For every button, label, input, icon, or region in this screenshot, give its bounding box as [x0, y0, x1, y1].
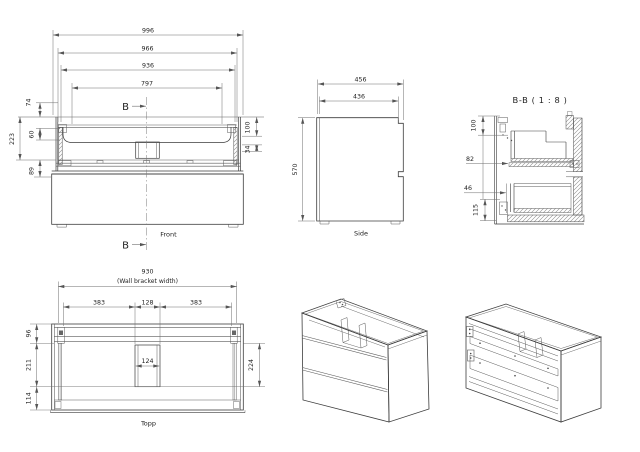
dim-456: 456	[354, 77, 366, 84]
section-letter-bottom: B	[122, 241, 129, 252]
dim-bb-100: 100	[471, 119, 478, 131]
section-view-dimensions: 100 82 46 115	[464, 115, 508, 221]
wall-bracket-note: (Wall bracket width)	[117, 278, 178, 285]
dim-223: 223	[9, 133, 16, 145]
dim-797: 797	[141, 81, 153, 88]
front-view: 996 966 936 797 74 223 60 89 100 34 B B …	[9, 28, 264, 252]
dim-383-right: 383	[190, 299, 202, 306]
dim-211: 211	[25, 359, 32, 371]
section-view-bb: B-B ( 1 : 8 )	[464, 95, 585, 225]
front-view-geometry	[18, 97, 264, 252]
front-view-dimensions: 996 966 936 797 74 223 60 89 100 34	[9, 28, 262, 178]
dim-930: 930	[141, 269, 153, 276]
dim-124: 124	[141, 358, 153, 365]
dim-bb-82: 82	[466, 156, 474, 163]
top-view: 930 (Wall bracket width) 383 128 383 124…	[25, 269, 265, 428]
top-view-geometry	[50, 323, 246, 414]
top-view-dimensions: 930 (Wall bracket width) 383 128 383 124…	[25, 269, 265, 411]
dim-224: 224	[248, 359, 255, 371]
dim-936: 936	[142, 63, 154, 70]
dim-128: 128	[141, 299, 153, 306]
side-view-label: Side	[354, 230, 368, 238]
dim-96: 96	[25, 329, 32, 337]
dim-383-left: 383	[93, 299, 105, 306]
side-view: 456 436 570 Side	[292, 77, 404, 238]
dim-114: 114	[25, 392, 32, 404]
side-view-dimensions: 456 436 570	[292, 77, 404, 222]
dim-89: 89	[29, 167, 36, 175]
dim-436: 436	[353, 94, 365, 101]
section-view-geometry	[494, 111, 585, 225]
dim-60: 60	[29, 130, 36, 138]
side-view-geometry	[316, 117, 404, 225]
dim-bb-115: 115	[473, 204, 480, 216]
dim-966: 966	[141, 46, 153, 53]
dim-34: 34	[245, 145, 252, 153]
dim-570: 570	[292, 163, 299, 175]
dim-bb-46: 46	[464, 185, 472, 192]
top-view-label: Topp	[140, 420, 156, 428]
front-view-label: Front	[160, 231, 177, 239]
iso-view-back	[464, 303, 603, 423]
dim-996: 996	[142, 28, 154, 35]
dim-100: 100	[245, 121, 252, 133]
front-view-section-markers: B B	[122, 102, 146, 252]
dim-74: 74	[26, 98, 33, 106]
section-letter-top: B	[122, 102, 129, 113]
iso-view-front	[300, 298, 430, 423]
section-view-title: B-B ( 1 : 8 )	[513, 95, 568, 105]
